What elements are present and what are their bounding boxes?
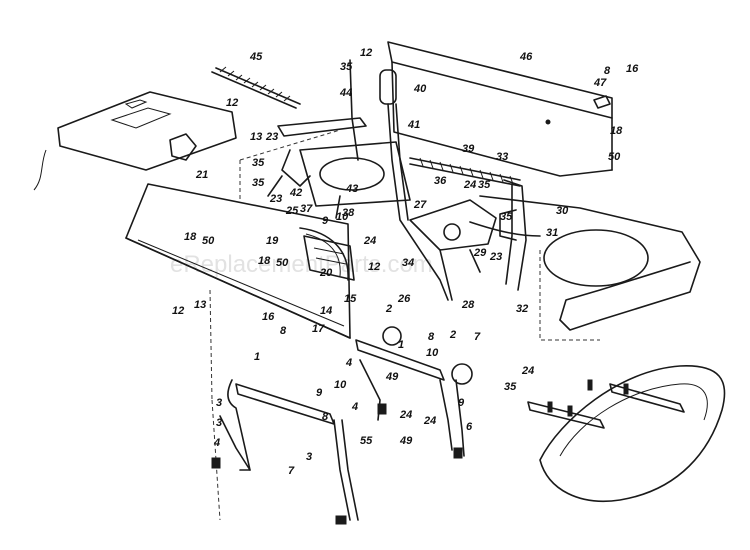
callout-3: 3 [216,397,222,409]
spring-45 [211,66,301,109]
callout-29: 29 [473,247,487,259]
callout-2: 2 [385,303,392,315]
callout-4: 4 [345,357,352,369]
callout-36: 36 [434,175,447,187]
callout-21: 21 [195,169,208,181]
callout-34: 34 [402,257,414,269]
callout-7: 7 [288,465,295,477]
callout-12: 12 [368,261,380,273]
callout-17: 17 [312,323,325,335]
callout-10: 10 [334,379,347,391]
spring-39 [409,157,521,187]
callout-35: 35 [252,157,265,169]
callout-18: 18 [258,255,271,267]
callout-40: 40 [413,83,427,95]
callout-12: 12 [226,97,238,109]
callout-38: 38 [342,207,355,219]
callout-41: 41 [407,119,420,131]
callout-55: 55 [360,435,373,447]
arm-55 [333,419,359,525]
callout-3: 3 [216,417,222,429]
callout-24: 24 [463,179,476,191]
lift-shaft-assembly [267,59,411,219]
callout-18: 18 [610,125,623,137]
callout-9: 9 [322,215,329,227]
callout-23: 23 [265,131,278,143]
callout-3: 3 [306,451,312,463]
callout-15: 15 [344,293,357,305]
callout-4: 4 [351,401,358,413]
callout-44: 44 [339,87,352,99]
callout-28: 28 [461,299,475,311]
mower-body [469,195,701,331]
callout-13: 13 [250,131,262,143]
callout-1: 1 [254,351,260,363]
callout-49: 49 [385,371,399,383]
callout-8: 8 [322,411,329,423]
callout-35: 35 [504,381,517,393]
callout-12: 12 [360,47,372,59]
callout-7: 7 [474,331,481,343]
callout-10: 10 [336,211,349,223]
callout-4: 4 [213,437,220,449]
callout-24: 24 [399,409,412,421]
callout-20: 20 [319,267,333,279]
callout-35: 35 [500,211,513,223]
callout-26: 26 [397,293,411,305]
callout-35: 35 [252,177,265,189]
callout-8: 8 [428,331,435,343]
callout-35: 35 [478,179,491,191]
panel-46 [387,41,613,177]
callout-14: 14 [320,305,332,317]
callout-23: 23 [269,193,282,205]
callout-23: 23 [489,251,502,263]
callout-46: 46 [519,51,533,63]
callout-19: 19 [266,235,279,247]
callout-39: 39 [462,143,475,155]
callout-33: 33 [496,151,508,163]
linkage-30-32 [499,179,527,291]
callout-24: 24 [521,365,534,377]
callout-31: 31 [546,227,558,239]
callout-27: 27 [413,199,427,211]
callout-9: 9 [316,387,323,399]
callout-6: 6 [466,421,473,433]
lift-arm-2 [355,326,473,459]
callout-16: 16 [626,63,639,75]
callout-10: 10 [426,347,439,359]
callout-42: 42 [289,187,302,199]
callout-18: 18 [184,231,197,243]
mower-deck [527,365,726,502]
callout-50: 50 [276,257,289,269]
callout-24: 24 [423,415,436,427]
callout-8: 8 [604,65,611,77]
callout-35: 35 [340,61,353,73]
callout-12: 12 [172,305,184,317]
callout-16: 16 [262,311,275,323]
callout-25: 25 [285,205,299,217]
watermark-text: eReplacementParts.com [170,251,433,278]
callout-labels: 45 12 35 44 40 46 8 16 47 18 50 12 13 23… [172,47,639,477]
callout-9: 9 [458,397,465,409]
callout-1: 1 [398,339,404,351]
callout-32: 32 [516,303,528,315]
frame-outline [209,129,600,521]
callout-8: 8 [280,325,287,337]
callout-2: 2 [449,329,456,341]
plate-20 [303,235,355,281]
callout-45: 45 [249,51,263,63]
callout-47: 47 [593,77,607,89]
callout-13: 13 [194,299,206,311]
side-panel-21 [125,183,351,339]
center-bracket [409,199,497,301]
callout-50: 50 [202,235,215,247]
callout-24: 24 [363,235,376,247]
callout-43: 43 [345,183,358,195]
callout-49: 49 [399,435,413,447]
callout-50: 50 [608,151,621,163]
seat-plate [33,91,237,191]
callout-30: 30 [556,205,569,217]
callout-37: 37 [300,203,313,215]
